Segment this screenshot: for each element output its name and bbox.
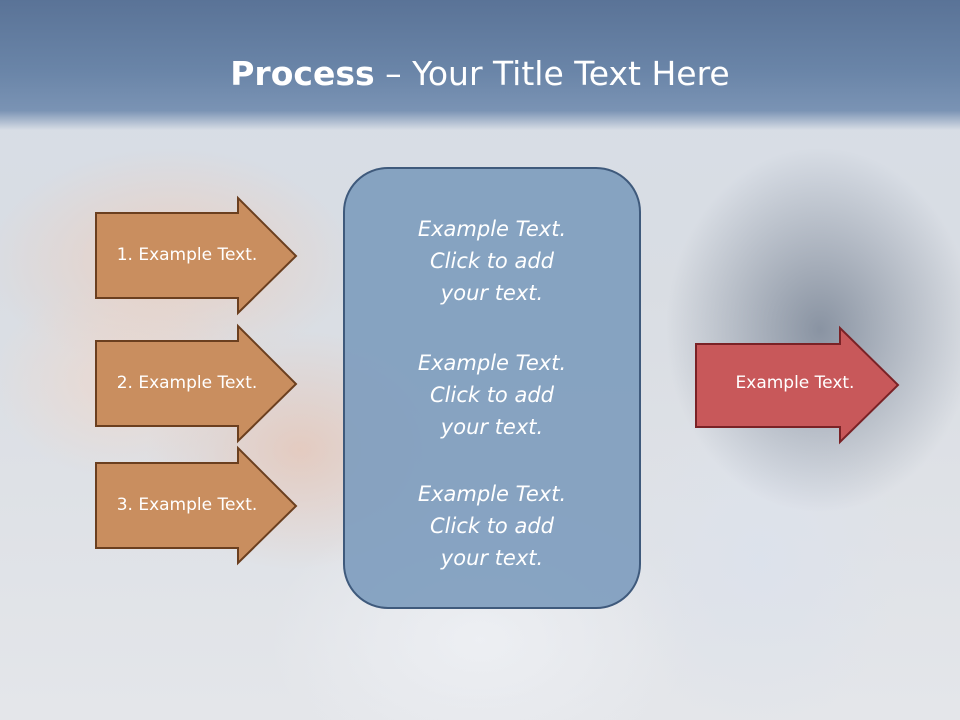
title-rest: – Your Title Text Here xyxy=(374,54,730,93)
center-text-line: Click to add xyxy=(429,383,554,407)
arrow-1[interactable] xyxy=(95,195,298,316)
arrow-3[interactable] xyxy=(95,445,298,566)
title-bar xyxy=(0,0,960,130)
result-arrow[interactable] xyxy=(695,325,900,445)
center-text-line: your text. xyxy=(440,281,544,305)
center-text-line: Example Text. xyxy=(417,351,567,375)
arrow-1-label: 1. Example Text. xyxy=(116,245,258,265)
center-box[interactable] xyxy=(343,167,641,609)
arrow-2-label: 2. Example Text. xyxy=(116,373,258,393)
center-text-line: Click to add xyxy=(429,249,554,273)
title-bold: Process xyxy=(230,54,375,93)
center-text-block-1: Example Text. Click to add your text. xyxy=(345,213,639,309)
result-arrow-label: Example Text. xyxy=(735,373,855,393)
center-text-block-3: Example Text. Click to add your text. xyxy=(345,478,639,574)
center-text-line: your text. xyxy=(440,415,544,439)
arrow-3-label: 3. Example Text. xyxy=(116,495,258,515)
arrow-2[interactable] xyxy=(95,323,298,444)
center-text-line: Click to add xyxy=(429,514,554,538)
center-text-line: Example Text. xyxy=(417,482,567,506)
page-title: Process – Your Title Text Here xyxy=(0,54,960,93)
center-text-line: Example Text. xyxy=(417,217,567,241)
center-text-line: your text. xyxy=(440,546,544,570)
center-text-block-2: Example Text. Click to add your text. xyxy=(345,347,639,443)
